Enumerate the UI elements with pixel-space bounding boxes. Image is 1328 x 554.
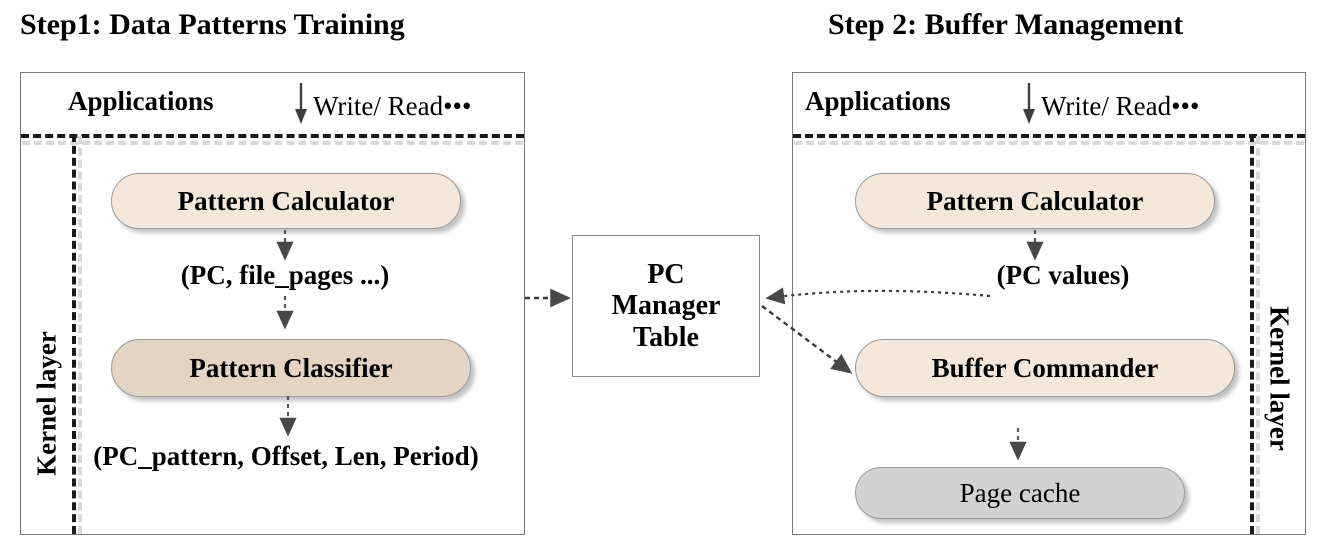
step2-title: Step 2: Buffer Management <box>828 8 1184 41</box>
applications-label: Applications <box>68 86 214 116</box>
pc-table-line-2: Manager <box>611 290 721 322</box>
kernel-layer-divider <box>72 134 82 534</box>
write-read-arrow-icon <box>1023 83 1035 124</box>
pc-pattern-tuple-annotation: (PC_pattern, Offset, Len, Period) <box>93 441 479 471</box>
applications-kernel-divider <box>793 134 1305 145</box>
pc-values-annotation: (PC values) <box>996 260 1130 290</box>
kernel-layer-divider <box>1250 134 1260 534</box>
write-read-arrow-icon <box>295 83 307 124</box>
pc-manager-table-box[interactable]: PC Manager Table <box>572 235 760 377</box>
applications-kernel-divider <box>21 134 524 145</box>
pc-table-line-3: Table <box>633 321 699 353</box>
write-read-label: Write/ Read••• <box>1041 91 1200 121</box>
pattern-classifier-box[interactable]: Pattern Classifier <box>111 339 471 397</box>
buffer-commander-box[interactable]: Buffer Commander <box>855 339 1235 397</box>
pc-manager-table-label: PC Manager Table <box>612 259 721 353</box>
kernel-layer-label: Kernel layer <box>31 331 62 476</box>
step1-panel: Applications Write/ Read••• Kernel layer… <box>20 72 525 535</box>
pc-table-line-1: PC <box>647 258 685 290</box>
kernel-layer-label: Kernel layer <box>1264 306 1295 451</box>
write-read-label: Write/ Read••• <box>313 91 472 121</box>
step1-title: Step1: Data Patterns Training <box>20 8 405 41</box>
pattern-calculator-box[interactable]: Pattern Calculator <box>111 173 461 229</box>
step2-panel: Applications Write/ Read••• Kernel layer… <box>792 72 1306 535</box>
pc-file-pages-annotation: (PC, file_pages ...) <box>180 260 390 290</box>
page-cache-box[interactable]: Page cache <box>855 467 1185 519</box>
pattern-calculator-box[interactable]: Pattern Calculator <box>855 173 1215 229</box>
applications-label: Applications <box>805 86 951 116</box>
